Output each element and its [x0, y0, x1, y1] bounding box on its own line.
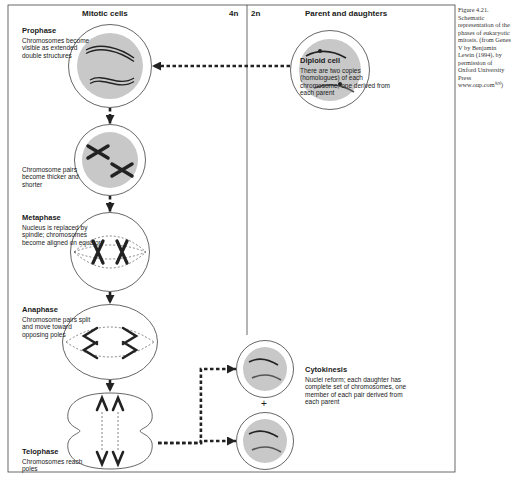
chromosome: [117, 241, 127, 263]
cell-node: ProphaseChromosomes become visible as ex…: [68, 24, 152, 108]
chromosome: [97, 398, 123, 410]
spindle: [102, 412, 118, 450]
chromosome: [252, 375, 281, 380]
cell-outline: [237, 341, 294, 398]
cell-node: [236, 412, 294, 470]
phase-description: Chromosome pairs become thicker and shor…: [22, 166, 100, 188]
cell-node: TelophaseChromosomes reach poles: [62, 392, 158, 470]
cell-outline: [75, 125, 146, 196]
spindle: [66, 327, 154, 357]
cell-shape: [236, 340, 294, 398]
cell-shape: [62, 304, 158, 380]
cell-outline: [237, 413, 294, 470]
cell-outline: [68, 393, 152, 469]
column-header: 2n: [251, 9, 260, 18]
cell-shape: [68, 24, 152, 108]
chromosome: [84, 328, 97, 358]
chromosome: [86, 50, 134, 62]
phase-heading: Metaphase: [22, 214, 102, 223]
chromosome: [252, 447, 281, 452]
phase-arrow: [109, 196, 112, 212]
chromosome: [123, 328, 136, 358]
cell-node: AnaphaseChromosome pairs split and move …: [62, 304, 158, 380]
phase-description: Chromosomes reach poles: [22, 458, 84, 473]
phase-description: Chromosomes become visible as extended d…: [22, 37, 98, 59]
cell-node: Chromosome pairs become thicker and shor…: [74, 124, 146, 196]
nucleus: [243, 419, 287, 463]
plus-sign: +: [261, 398, 267, 409]
figure-frame: [8, 5, 455, 472]
cell-outline: [69, 25, 152, 108]
phase-description: Nuclei reform; each daughter has complet…: [305, 376, 417, 406]
cell-outline: [63, 305, 158, 380]
chromosome: [88, 146, 108, 158]
phase-arrow: [109, 292, 112, 304]
centromere: [318, 49, 322, 53]
column-divider: [247, 5, 248, 335]
figure-caption: Figure 4.21. Schematic representation of…: [458, 6, 511, 89]
chromosome: [249, 431, 278, 437]
phase-heading: Cytokinesis: [305, 366, 415, 375]
cell-node: MetaphaseNucleus is replaced by spindle;…: [70, 212, 150, 292]
chromosome: [90, 81, 134, 85]
phase-description: Chromosome pairs split and move toward o…: [22, 316, 98, 338]
column-header: 4n: [229, 9, 238, 18]
chromosome: [97, 452, 123, 464]
phase-arrow: [158, 369, 236, 443]
column-header: Parent and daughters: [305, 9, 387, 18]
phase-heading: Prophase: [22, 27, 102, 36]
phase-heading: Anaphase: [22, 306, 102, 315]
cell-node: CytokinesisNuclei reform; each daughter …: [236, 340, 294, 398]
phase-arrow: [158, 441, 236, 443]
column-header: Mitotic cells: [82, 9, 128, 18]
cell-shape: [236, 412, 294, 470]
phase-heading: Diploid cell: [300, 57, 380, 66]
chromosome: [249, 359, 278, 365]
phase-arrow: [109, 108, 112, 124]
nucleus: [82, 132, 138, 188]
nucleus: [243, 347, 287, 391]
chromosome: [112, 164, 132, 176]
phase-description: There are two copies (homologues) of eac…: [300, 67, 396, 97]
phase-arrow: [152, 65, 290, 68]
cell-node: Diploid cellThere are two copies (homolo…: [290, 30, 370, 110]
cell-shape: [74, 124, 146, 196]
phase-heading: Telophase: [22, 448, 102, 457]
phase-description: Nucleus is replaced by spindle; chromoso…: [22, 224, 102, 246]
phase-arrow: [109, 380, 112, 392]
